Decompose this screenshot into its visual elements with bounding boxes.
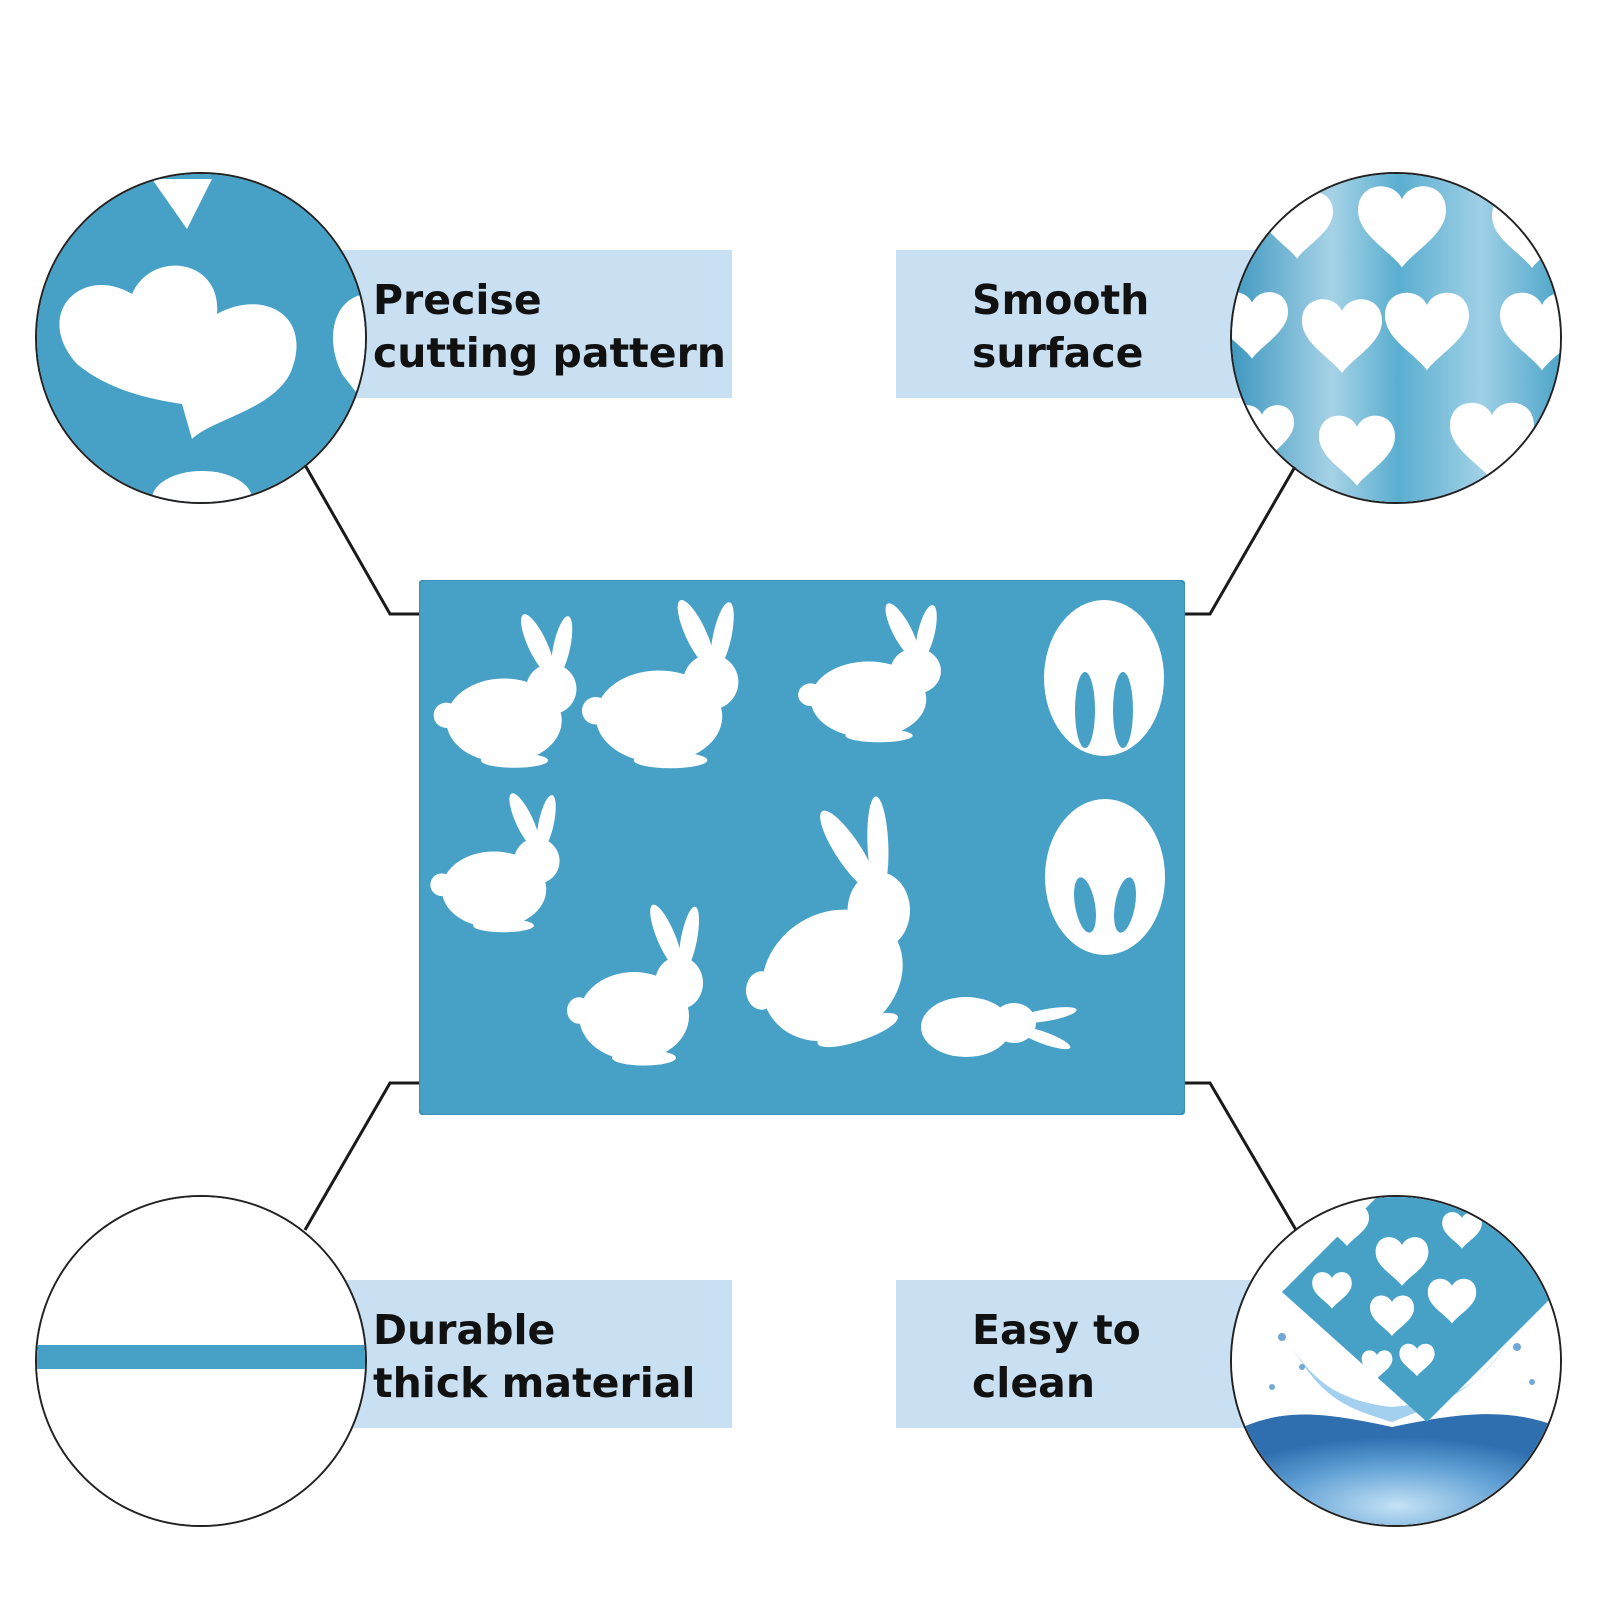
- connector-top-right: [1184, 464, 1298, 616]
- feature-label-line: Smooth: [972, 276, 1150, 324]
- feature-label-line: cutting pattern: [373, 329, 726, 377]
- thickness-strip-icon: [35, 1195, 367, 1527]
- feature-label-precise-cutting: Precise cutting pattern: [300, 250, 732, 398]
- feature-label-line: Precise: [373, 276, 542, 324]
- feature-label-easy-clean: Easy to clean: [896, 1280, 1270, 1428]
- connector-bottom-right: [1184, 1081, 1298, 1231]
- feature-label-line: clean: [972, 1359, 1096, 1407]
- feature-label-line: surface: [972, 329, 1144, 377]
- feature-label-line: Durable: [373, 1306, 556, 1354]
- feature-label-line: Easy to: [972, 1306, 1141, 1354]
- connector-top-left: [303, 464, 420, 616]
- feature-label-durable-material: Durable thick material: [300, 1280, 732, 1428]
- hearts-closeup-icon: [35, 172, 367, 504]
- connector-bottom-left: [303, 1081, 420, 1231]
- feature-label-smooth-surface: Smooth surface: [896, 250, 1270, 398]
- water-splash-icon: [1230, 1195, 1562, 1527]
- feature-label-line: thick material: [373, 1359, 696, 1407]
- bunny-stencil-icon: [419, 580, 1185, 1115]
- glossy-hearts-icon: [1230, 172, 1562, 504]
